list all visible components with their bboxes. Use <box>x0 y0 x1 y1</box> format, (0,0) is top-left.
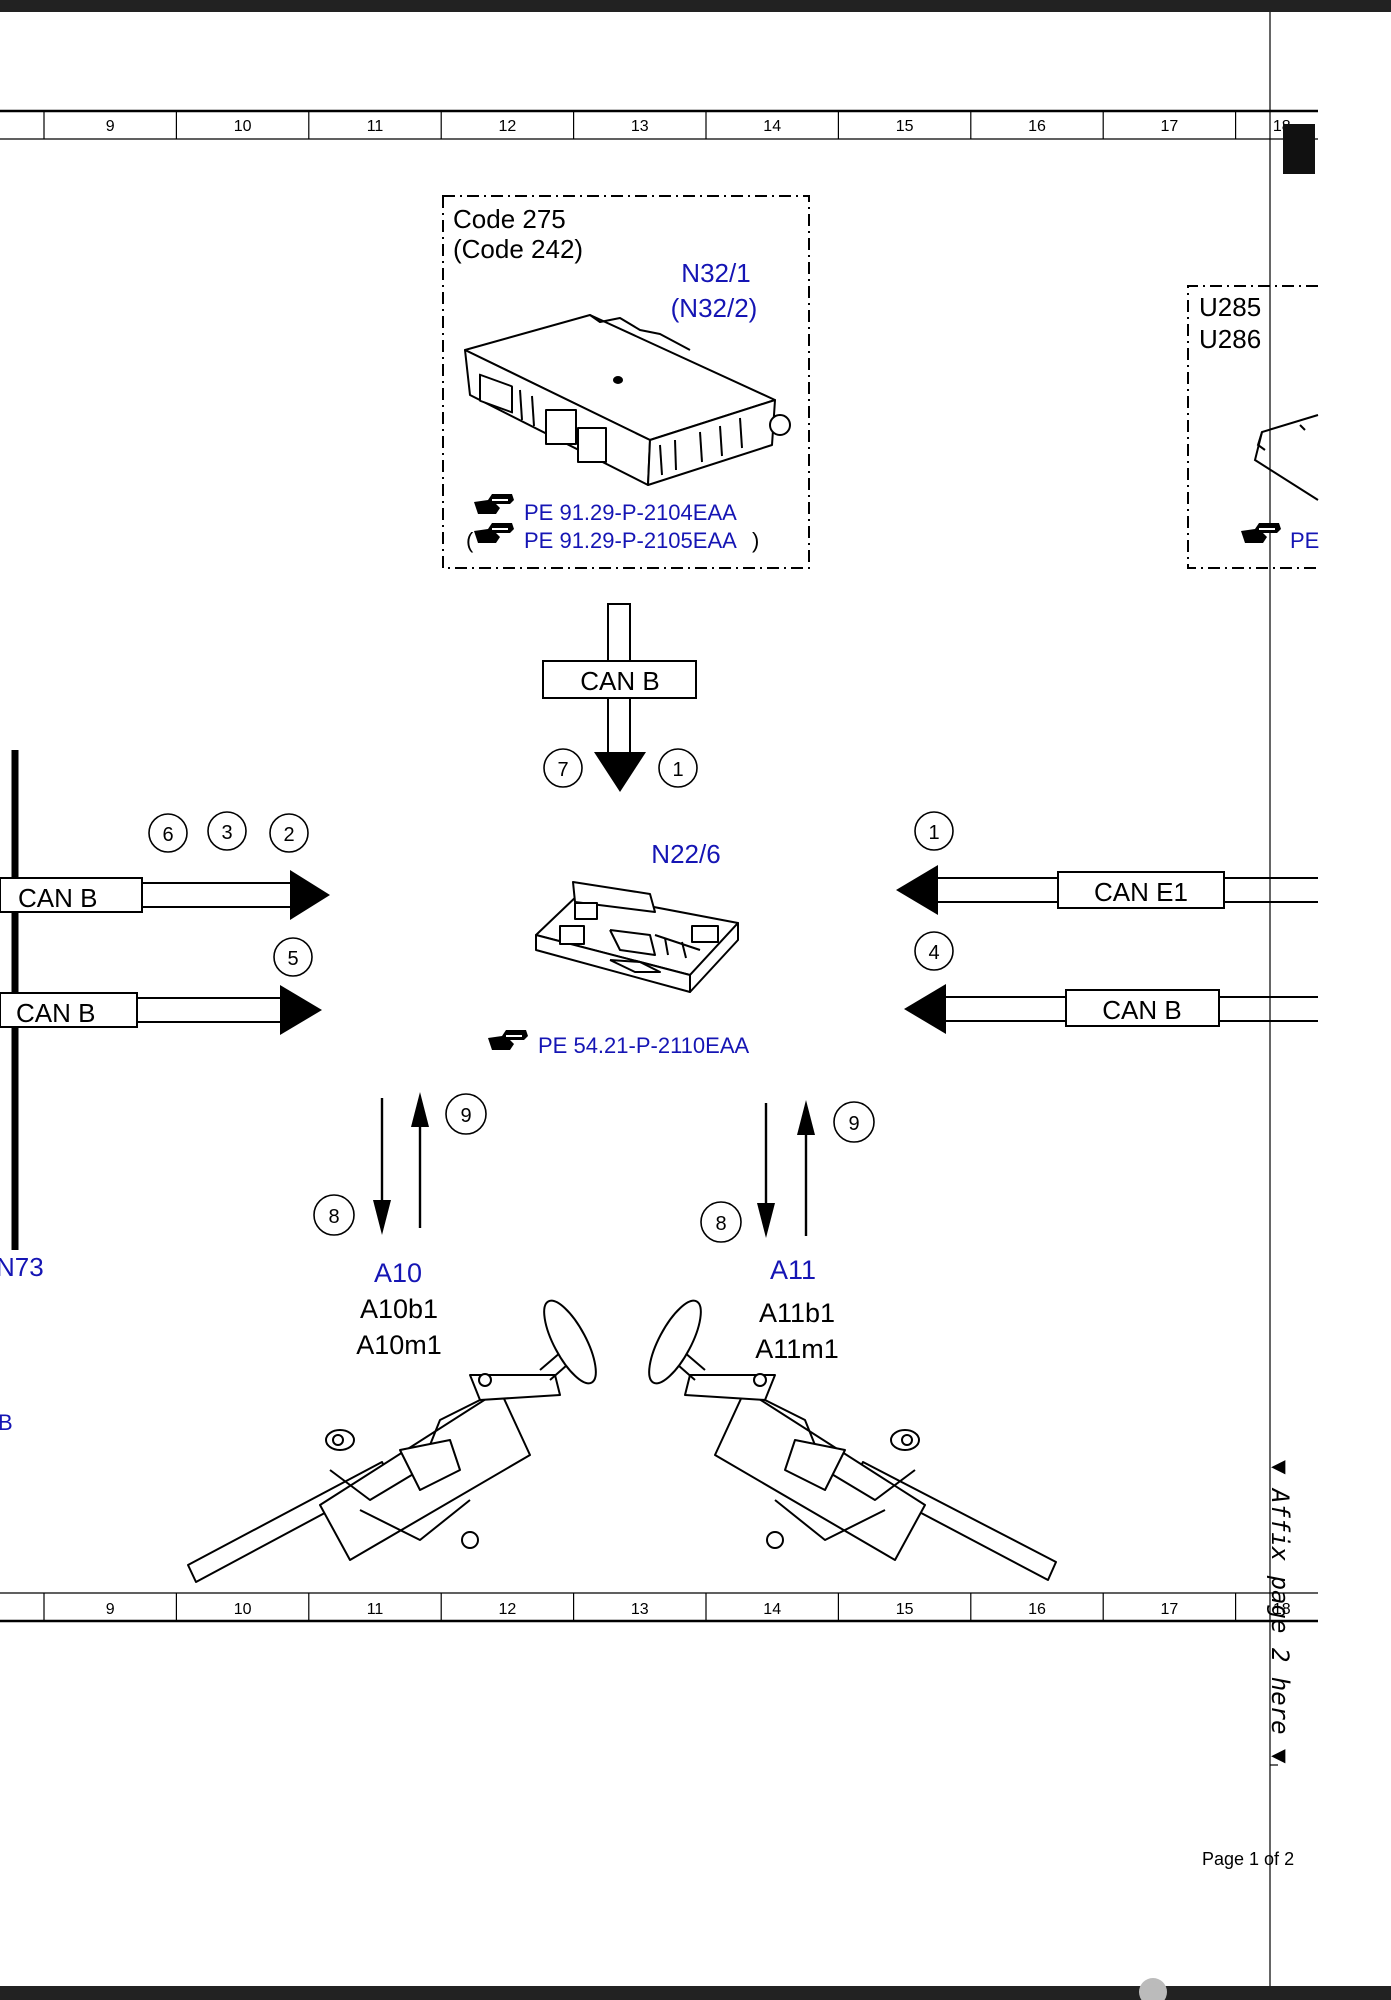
svg-text:9: 9 <box>460 1105 471 1127</box>
control-unit-illustration <box>464 314 791 486</box>
a11-signal-arrows <box>757 1100 815 1238</box>
module-box-u285: U285 U286 PE <box>1187 285 1319 569</box>
a11-steering-actuator-illustration <box>648 1299 1057 1581</box>
bus-label-right-upper: CAN E1 <box>1094 877 1188 907</box>
circle-number: 5 <box>273 937 313 977</box>
a10-steering-actuator-illustration <box>187 1299 597 1583</box>
svg-text:7: 7 <box>557 759 568 781</box>
svg-text:5: 5 <box>287 948 298 970</box>
pointer-hand-icon <box>474 523 514 543</box>
ruler-column-label: 12 <box>499 118 517 135</box>
center-module-illustration <box>535 881 739 993</box>
pointer-hand-icon <box>1241 523 1281 543</box>
ref-paren-close: ) <box>752 528 759 553</box>
part-label-n32-1: N32/1 <box>681 258 750 288</box>
can-b-down-arrow: CAN B <box>542 603 697 792</box>
u286-label: U286 <box>1199 324 1261 354</box>
ruler-column-label: 11 <box>367 1601 384 1618</box>
page-number: Page 1 of 2 <box>1202 1849 1294 1869</box>
code-line-2: (Code 242) <box>453 234 583 264</box>
ref-link-2104[interactable]: PE 91.29-P-2104EAA <box>524 500 737 525</box>
bottom-ruler: 9 10 11 12 13 14 15 16 17 18 <box>0 1592 1318 1623</box>
ruler-column-label: 15 <box>896 118 914 135</box>
bus-label-left-lower: CAN B <box>16 998 95 1028</box>
bus-label-left-upper: CAN B <box>18 883 97 913</box>
top-bar <box>0 0 1391 12</box>
ruler-column-label: 10 <box>234 1601 252 1618</box>
ruler-column-label: 10 <box>234 118 252 135</box>
center-module-n22-6: N22/6 PE 54.21-P-2110EAA <box>488 839 749 1058</box>
ruler-column-label: 11 <box>367 118 384 135</box>
affix-note: ▼ Affix page 2 here ▼ <box>1266 1460 1294 1764</box>
can-b-left-upper-arrow: CAN B <box>0 870 330 920</box>
a10-sub1: A10b1 <box>360 1294 438 1324</box>
can-b-left-lower-arrow: CAN B <box>0 985 322 1035</box>
svg-text:6: 6 <box>162 824 173 846</box>
part-label-n32-2: (N32/2) <box>671 293 758 323</box>
ref-paren-open: ( <box>466 528 474 553</box>
ruler-column-label: 17 <box>1161 118 1179 135</box>
svg-text:4: 4 <box>928 942 939 964</box>
b-label[interactable]: B <box>0 1410 13 1435</box>
a11-sub1: A11b1 <box>759 1298 835 1328</box>
bus-label-top: CAN B <box>580 666 659 696</box>
circle-number: 3 <box>207 811 247 851</box>
ref-link-2110[interactable]: PE 54.21-P-2110EAA <box>538 1033 749 1058</box>
svg-text:8: 8 <box>715 1213 726 1235</box>
a10-label[interactable]: A10 <box>374 1258 422 1288</box>
pointer-hand-icon <box>474 494 514 514</box>
circle-number: 4 <box>914 931 954 971</box>
svg-text:1: 1 <box>928 822 939 844</box>
ruler-column-label: 12 <box>499 1601 517 1618</box>
circle-number: 9 <box>445 1093 487 1135</box>
u285-ref-link[interactable]: PE <box>1290 528 1319 553</box>
ruler-column-label: 14 <box>763 1601 781 1618</box>
u285-illustration <box>1253 414 1319 501</box>
circle-number: 8 <box>700 1201 742 1243</box>
circle-number: 8 <box>313 1194 355 1236</box>
ruler-column-label: 16 <box>1028 118 1046 135</box>
a10-sub2: A10m1 <box>356 1330 442 1360</box>
ruler-column-label: 14 <box>763 118 781 135</box>
circle-number: 1 <box>658 748 698 788</box>
svg-text:3: 3 <box>221 822 232 844</box>
bottom-bar <box>0 1986 1391 2000</box>
a11-sub2: A11m1 <box>755 1334 839 1364</box>
ref-link-2105[interactable]: PE 91.29-P-2105EAA <box>524 528 737 553</box>
circle-number: 1 <box>914 811 954 851</box>
center-module-label[interactable]: N22/6 <box>651 839 720 869</box>
u285-label: U285 <box>1199 292 1261 322</box>
svg-text:9: 9 <box>848 1113 859 1135</box>
pointer-hand-icon <box>488 1030 528 1050</box>
module-box-n32: Code 275 (Code 242) N32/1 (N32/2) <box>442 195 810 569</box>
ruler-column-label: 9 <box>106 118 115 135</box>
circle-number: 6 <box>148 813 188 853</box>
n73-label[interactable]: N73 <box>0 1252 44 1282</box>
can-b-right-arrow: CAN B <box>904 984 1318 1034</box>
ruler-column-label: 13 <box>631 118 649 135</box>
a11-label[interactable]: A11 <box>770 1255 816 1285</box>
svg-text:1: 1 <box>672 759 683 781</box>
code-line-1: Code 275 <box>453 204 566 234</box>
corner-mark <box>1139 1978 1167 2000</box>
ruler-column-label: 16 <box>1028 1601 1046 1618</box>
circle-number: 2 <box>269 813 309 853</box>
ruler-column-label: 17 <box>1161 1601 1179 1618</box>
ruler-column-label: 18 <box>1273 1601 1291 1618</box>
circle-number: 7 <box>543 748 583 788</box>
circle-number: 9 <box>833 1101 875 1143</box>
svg-text:2: 2 <box>283 824 294 846</box>
ruler-column-label: 13 <box>631 1601 649 1618</box>
bus-label-right-lower: CAN B <box>1102 995 1181 1025</box>
a10-signal-arrows <box>373 1092 429 1235</box>
page-tab-marker <box>1283 124 1315 174</box>
svg-text:8: 8 <box>328 1206 339 1228</box>
ruler-column-label: 15 <box>896 1601 914 1618</box>
can-e1-right-arrow: CAN E1 <box>896 865 1318 915</box>
ruler-column-label: 9 <box>106 1601 115 1618</box>
